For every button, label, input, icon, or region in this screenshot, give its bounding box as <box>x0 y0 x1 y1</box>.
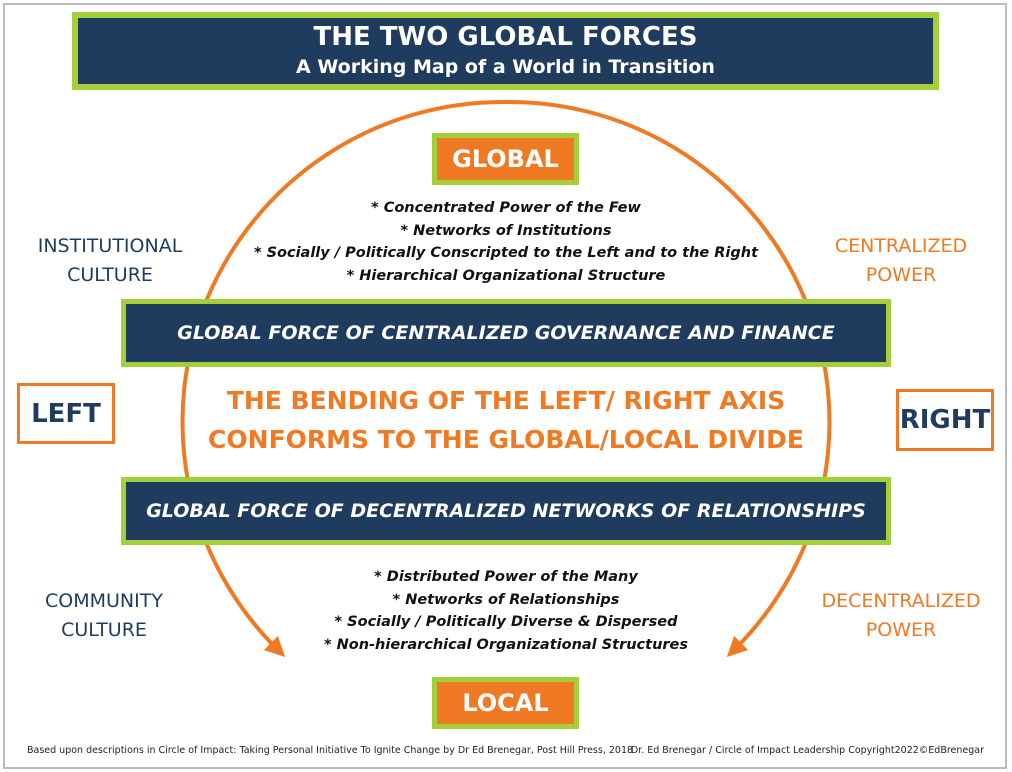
source-citation: Based upon descriptions in Circle of Imp… <box>27 745 634 756</box>
corner-line: CENTRALIZED <box>834 235 968 257</box>
global-characteristics-list: * Concentrated Power of the Few * Networ… <box>200 197 812 287</box>
list-item: * Concentrated Power of the Few <box>371 200 641 216</box>
centralized-force-bar: GLOBAL FORCE OF CENTRALIZED GOVERNANCE A… <box>121 299 891 367</box>
corner-line: COMMUNITY <box>45 590 163 612</box>
community-culture-label: COMMUNITY CULTURE <box>4 587 204 645</box>
corner-line: CULTURE <box>67 264 153 286</box>
center-line: CONFORMS TO THE GLOBAL/LOCAL DIVIDE <box>208 425 804 454</box>
corner-line: CULTURE <box>61 619 147 641</box>
center-line: THE BENDING OF THE LEFT/ RIGHT AXIS <box>226 386 786 415</box>
left-label: LEFT <box>17 383 115 444</box>
list-item: * Socially / Politically Diverse & Dispe… <box>334 614 678 630</box>
list-item: * Networks of Institutions <box>400 222 612 239</box>
list-item: * Distributed Power of the Many <box>374 569 638 585</box>
list-item: * Networks of Relationships <box>392 591 620 608</box>
title-banner: THE TWO GLOBAL FORCES A Working Map of a… <box>72 12 939 90</box>
corner-line: INSTITUTIONAL <box>37 235 183 257</box>
page-frame <box>3 3 1007 769</box>
centralized-power-label: CENTRALIZED POWER <box>801 232 1001 290</box>
page-subtitle: A Working Map of a World in Transition <box>296 56 715 78</box>
global-label: GLOBAL <box>432 133 579 185</box>
decentralized-power-label: DECENTRALIZED POWER <box>801 587 1001 645</box>
right-label: RIGHT <box>896 389 994 451</box>
decentralized-force-bar: GLOBAL FORCE OF DECENTRALIZED NETWORKS O… <box>121 477 891 545</box>
corner-line: DECENTRALIZED <box>821 590 981 612</box>
copyright-notice: Dr. Ed Brenegar / Circle of Impact Leade… <box>630 745 984 756</box>
page-title: THE TWO GLOBAL FORCES <box>313 22 698 52</box>
institutional-culture-label: INSTITUTIONAL CULTURE <box>10 232 210 290</box>
list-item: * Socially / Politically Conscripted to … <box>253 245 759 261</box>
local-characteristics-list: * Distributed Power of the Many * Networ… <box>200 566 812 656</box>
corner-line: POWER <box>865 264 937 286</box>
corner-line: POWER <box>865 619 937 641</box>
local-label: LOCAL <box>432 677 579 729</box>
center-statement: THE BENDING OF THE LEFT/ RIGHT AXIS CONF… <box>190 381 822 459</box>
list-item: * Non-hierarchical Organizational Struct… <box>323 636 689 653</box>
list-item: * Hierarchical Organizational Structure <box>346 267 666 284</box>
